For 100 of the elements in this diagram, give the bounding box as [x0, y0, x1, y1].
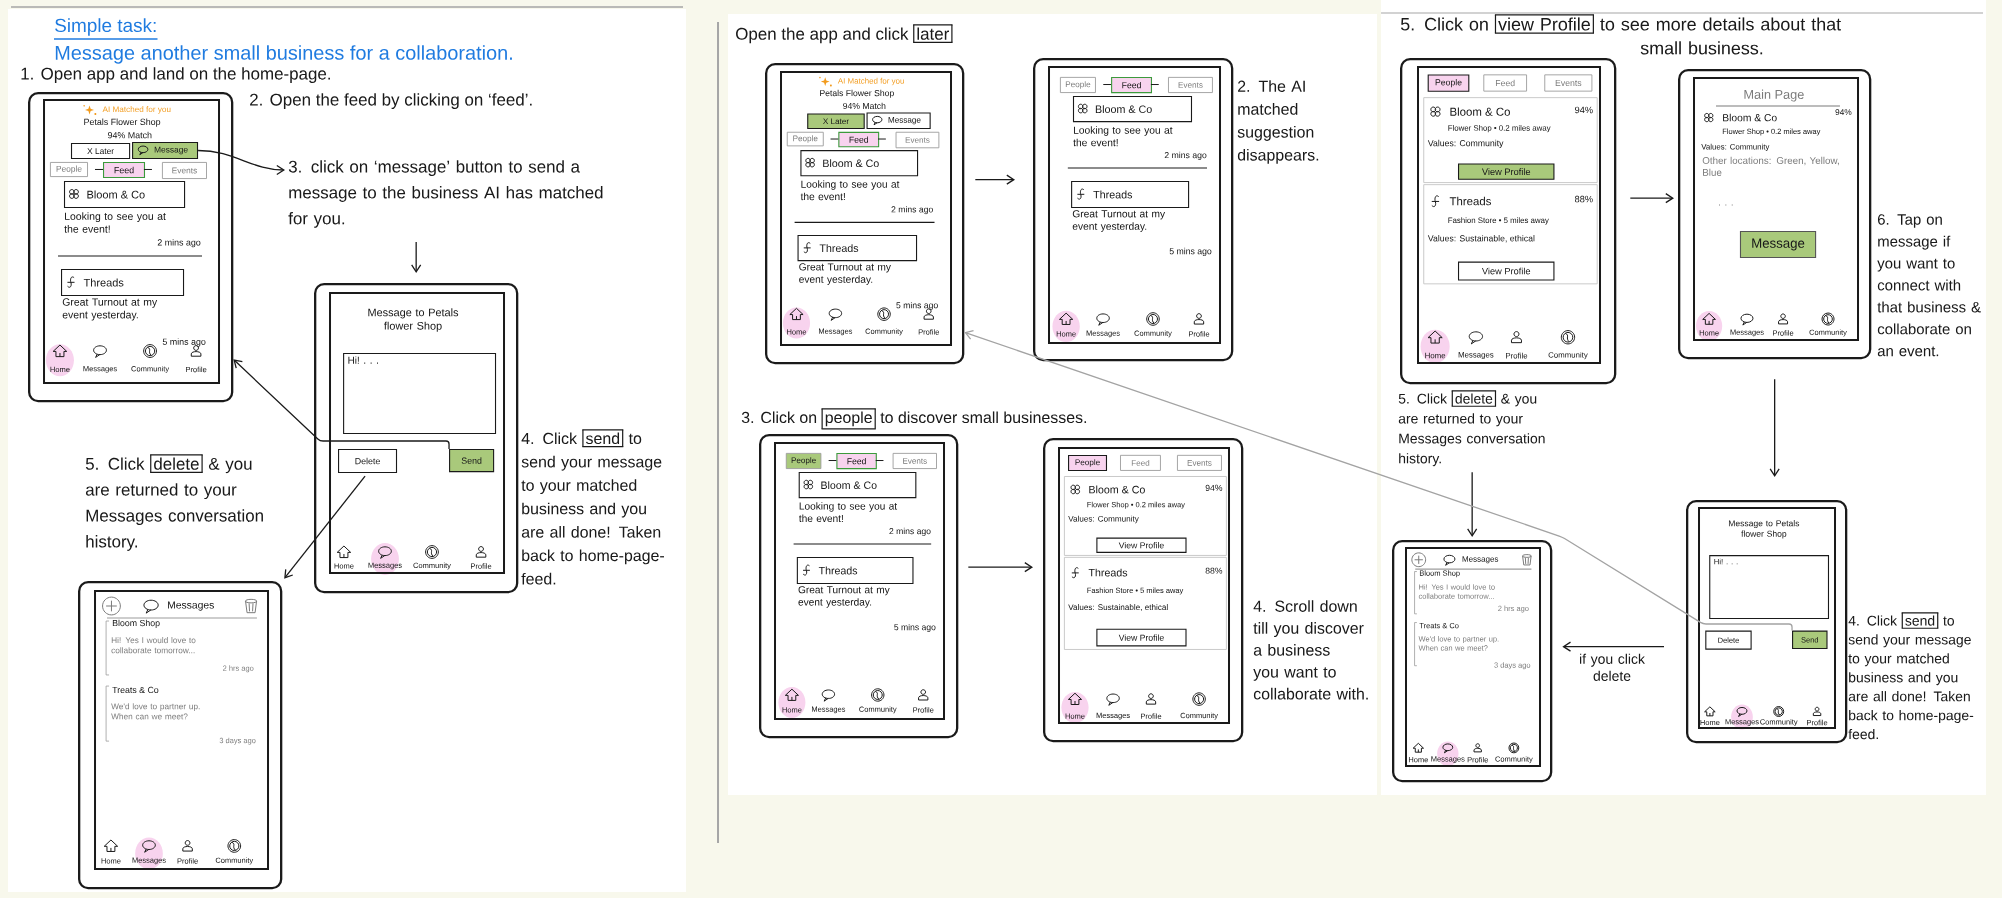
timestamp: 5 mins ago [1169, 247, 1212, 256]
timestamp: 5 mins ago [896, 301, 938, 310]
post-text: Looking to see you at the event! [799, 502, 898, 522]
match-score: 94% [1835, 109, 1852, 115]
step-text: 6. Tap on message if you want to connect with that business & collaborate on an event. [1877, 214, 1981, 357]
step-text: 4. Click send to send your message to your matched business and you are all done! Taken back to home-page-feed. [1848, 612, 1974, 740]
delete-button: Delete [338, 448, 398, 474]
timestamp: 2 mins ago [891, 206, 933, 215]
match-score: 88% [1574, 195, 1593, 203]
message-button: Message [1739, 231, 1817, 259]
screen-title: Message to Petals flower Shop [1729, 520, 1800, 539]
view-profile-button: View Profile [1096, 537, 1187, 553]
view-profile-button: View Profile [1096, 628, 1187, 647]
business-name: Petals Flower Shop [820, 89, 894, 98]
tab: Feed [838, 131, 880, 148]
match-score: 94% [1205, 484, 1223, 491]
values-text: Values: Sustainable, ethical [1068, 604, 1168, 612]
step-text: 4. Scroll down till you discover a business you want to collaborate with. [1253, 600, 1368, 700]
message-button: Message [132, 141, 199, 160]
tab: People [1068, 454, 1108, 472]
post-text: Great Turnout at my event yesterday. [798, 586, 890, 608]
tab: Events [1177, 454, 1222, 471]
screen-title: Message to Petals flower Shop [368, 308, 459, 332]
post-text: Great Turnout at my event yesterday. [799, 263, 891, 285]
post-text: Looking to see you at the event! [800, 180, 900, 201]
name-box: Bloom & Co [63, 180, 186, 209]
message-button: Message [866, 112, 931, 130]
business-name: Threads [1088, 568, 1128, 577]
business-name: Bloom & Co [1089, 485, 1145, 494]
view-profile-button: View Profile [1458, 261, 1555, 281]
name-box: Bloom & Co [1072, 96, 1193, 123]
post-text: Great Turnout at my event yesterday. [1072, 210, 1166, 232]
timestamp: 2 mins ago [889, 527, 931, 536]
tab: Events [1544, 74, 1593, 92]
post-text: Looking to see you at the event! [1073, 126, 1173, 147]
tab: People [1059, 76, 1096, 93]
tab: Feed [1111, 76, 1152, 94]
tab: Events [895, 131, 940, 149]
screen-title: Messages [1462, 556, 1499, 564]
values-text: Values: Sustainable, ethical [1427, 235, 1535, 243]
match-score: 94% Match [843, 102, 886, 109]
tab: Feed [836, 452, 877, 470]
tab: Events [161, 162, 207, 179]
name-box: Threads [1071, 181, 1190, 209]
timestamp: 2 mins ago [1164, 151, 1207, 160]
business-name: Bloom & Co [1723, 113, 1777, 122]
tab: Events [892, 452, 937, 469]
screen-title: Main Page [1744, 89, 1804, 102]
name-box: Bloom & Co [800, 150, 919, 177]
view-profile-button: View Profile [1458, 163, 1555, 180]
later-button: X Later [807, 113, 865, 130]
step-text: 2. Open the feed by clicking on ‘feed’. [250, 93, 532, 109]
message-preview: We'd love to partner up. When can we meet? [111, 703, 200, 720]
step-text: 5. Click delete & you are returned to your Messages conversation history. [85, 454, 263, 551]
step-text: 4. Click send to send your message to your matched business and you are all done! Taken back to home-page-feed. [521, 429, 664, 585]
step-text: 3. Click on people to discover small businesses. [741, 408, 1087, 430]
tab: Events [1168, 76, 1213, 93]
step-text: Open the app and click later [736, 24, 954, 44]
values-text: Values: Community [1068, 515, 1139, 524]
send-button: Send [449, 448, 495, 473]
name-box: Threads [797, 235, 918, 262]
tab: Feed [1120, 454, 1161, 471]
later-button: X Later [70, 143, 131, 160]
post-text: Looking to see you at the event! [64, 212, 166, 233]
tab: People [786, 131, 824, 147]
step-text: 5. Click delete & you are returned to your Messages conversation history. [1398, 390, 1545, 467]
step-text: 5. Click on view Profile to see more details about that small business. [1400, 14, 1841, 55]
text-area: Hi! . . . [343, 352, 497, 435]
match-score: 94% Match [107, 131, 152, 139]
name-box: Bloom & Co [798, 471, 917, 499]
tab: People [785, 452, 822, 469]
tab: Feed [103, 162, 146, 179]
location-text: Other locations: Green, Yellow, Blue [1702, 156, 1839, 176]
post-text: Great Turnout at my event yesterday. [62, 298, 158, 321]
timestamp: 5 mins ago [162, 338, 206, 347]
values-text: Values: Community [1427, 139, 1504, 148]
match-score: 94% [1575, 106, 1593, 114]
subheading: Message another small business for a collaboration. [55, 45, 512, 64]
ellipsis: . . . [1719, 204, 1733, 206]
tab: People [49, 162, 88, 178]
edge-label: if you click delete [1570, 652, 1654, 683]
business-name: Petals Flower Shop [84, 118, 161, 127]
business-name: Bloom & Co [1450, 107, 1510, 116]
contact-name: Bloom Shop [112, 619, 160, 628]
message-preview: Hi! Yes I would love to collaborate tomorrow... [111, 637, 196, 654]
timestamp: 5 mins ago [894, 623, 936, 632]
step-text: 2. The AI matched suggestion disappears. [1237, 80, 1319, 164]
match-score: 88% [1205, 567, 1223, 574]
contact-name: Treats & Co [112, 686, 159, 694]
name-box: Threads [796, 557, 914, 585]
heading: Simple task: [53, 18, 159, 40]
match-label: AI Matched for you [102, 106, 171, 114]
step-text: 3. click on ‘message’ button to send a message to the business AI has matched for you. [288, 160, 603, 228]
business-name: Threads [1449, 196, 1491, 206]
tab: People [1427, 74, 1470, 92]
name-box: Threads [61, 268, 185, 297]
timestamp: 2 mins ago [157, 239, 201, 248]
tab: Feed [1483, 74, 1527, 92]
screen-title: Messages [168, 601, 214, 611]
step-text: 1. Open app and land on the home-page. [21, 67, 330, 83]
